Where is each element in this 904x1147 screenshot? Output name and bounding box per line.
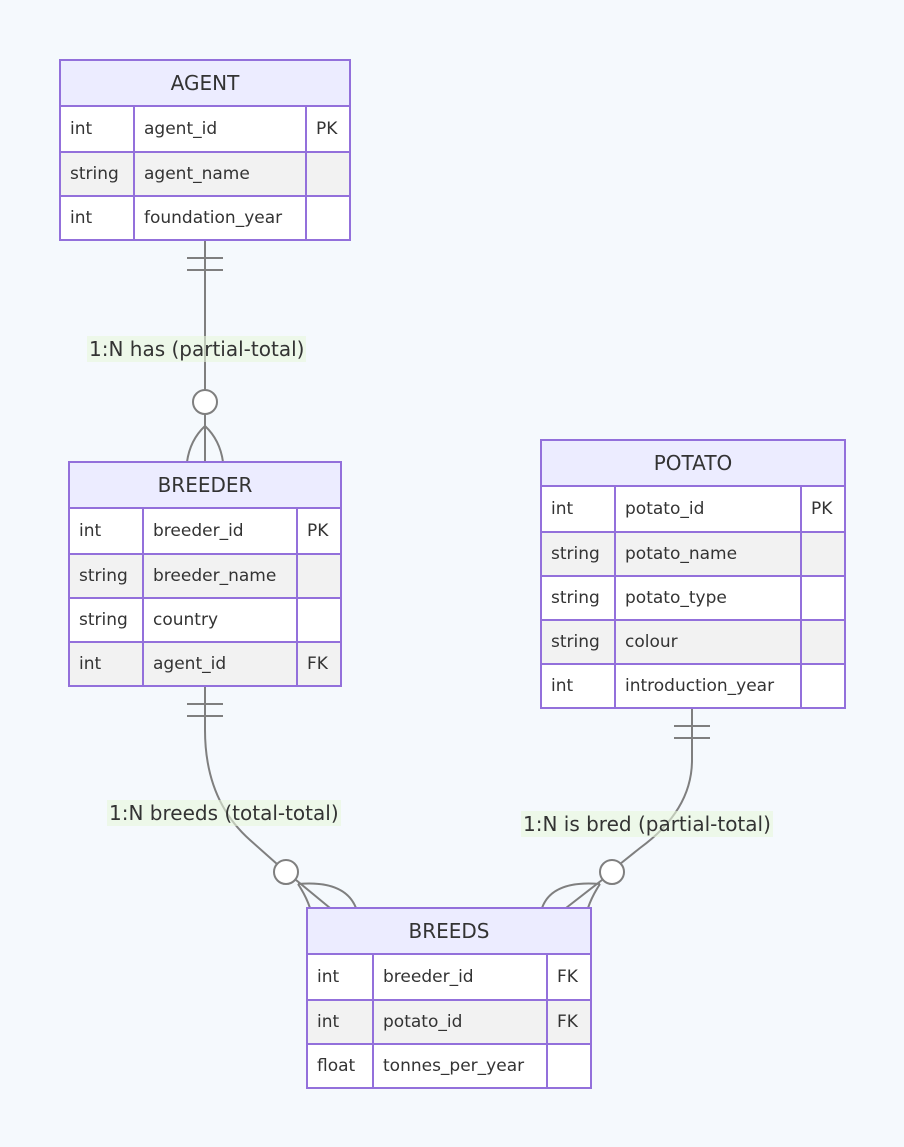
attribute-name: foundation_year xyxy=(135,197,307,239)
relationship-label-breeder-breeds: 1:N breeds (total-total) xyxy=(107,800,341,826)
attribute-key xyxy=(307,153,316,195)
attribute-key xyxy=(548,1045,557,1087)
crowfoot-left xyxy=(541,882,601,909)
attribute-row: int introduction_year xyxy=(542,663,844,707)
entity-title: POTATO xyxy=(542,441,844,487)
attribute-type: int xyxy=(542,487,616,531)
attribute-type: string xyxy=(542,577,616,619)
relationship-line-breeder-breeds xyxy=(187,686,357,909)
attribute-type: string xyxy=(542,533,616,575)
attribute-row: string agent_name xyxy=(61,151,349,195)
crowfoot-left xyxy=(297,883,311,909)
attribute-type: float xyxy=(308,1045,374,1087)
crowfoot-left xyxy=(186,425,206,463)
attribute-key: PK xyxy=(811,499,833,519)
attribute-key xyxy=(802,665,811,707)
crowfoot-right xyxy=(297,882,357,909)
attribute-name: country xyxy=(144,599,298,641)
attribute-type: int xyxy=(308,1001,374,1043)
entity-breeder[interactable]: BREEDER int breeder_id PK string breeder… xyxy=(68,461,342,687)
attribute-name: agent_name xyxy=(135,153,307,195)
attribute-row: int potato_id PK xyxy=(542,487,844,531)
attribute-name: potato_name xyxy=(616,533,802,575)
entity-potato[interactable]: POTATO int potato_id PK string potato_na… xyxy=(540,439,846,709)
attribute-key xyxy=(298,599,307,641)
attribute-row: int potato_id FK xyxy=(308,999,590,1043)
attribute-row: int agent_id FK xyxy=(70,641,340,685)
attribute-type: int xyxy=(61,107,135,151)
attribute-row: float tonnes_per_year xyxy=(308,1043,590,1087)
attribute-row: string colour xyxy=(542,619,844,663)
attribute-type: int xyxy=(70,509,144,553)
attribute-row: int foundation_year xyxy=(61,195,349,239)
entity-title: AGENT xyxy=(61,61,349,107)
attribute-key xyxy=(298,555,307,597)
attribute-type: string xyxy=(70,555,144,597)
cardinality-zero-circle xyxy=(599,859,625,885)
attribute-name: breeder_id xyxy=(374,955,548,999)
attribute-name: breeder_name xyxy=(144,555,298,597)
attribute-name: colour xyxy=(616,621,802,663)
attribute-row: int breeder_id FK xyxy=(308,955,590,999)
attribute-row: int agent_id PK xyxy=(61,107,349,151)
crowfoot-right xyxy=(587,883,601,909)
attribute-name: potato_id xyxy=(616,487,802,531)
attribute-type: string xyxy=(61,153,135,195)
entity-title: BREEDS xyxy=(308,909,590,955)
relationship-label-potato-breeds: 1:N is bred (partial-total) xyxy=(521,811,773,837)
attribute-name: introduction_year xyxy=(616,665,802,707)
attribute-name: agent_id xyxy=(135,107,307,151)
attribute-name: potato_type xyxy=(616,577,802,619)
attribute-type: string xyxy=(70,599,144,641)
cardinality-zero-circle xyxy=(192,389,218,415)
attribute-key xyxy=(802,577,811,619)
relationship-line-potato-breeds xyxy=(541,708,710,909)
attribute-name: breeder_id xyxy=(144,509,298,553)
attribute-name: potato_id xyxy=(374,1001,548,1043)
attribute-key xyxy=(802,533,811,575)
relationship-line-agent-breeder xyxy=(186,240,224,463)
attribute-key: PK xyxy=(307,521,329,541)
attribute-type: int xyxy=(61,197,135,239)
cardinality-zero-circle xyxy=(273,859,299,885)
attribute-name: tonnes_per_year xyxy=(374,1045,548,1087)
entity-breeds[interactable]: BREEDS int breeder_id FK int potato_id F… xyxy=(306,907,592,1089)
attribute-row: string potato_type xyxy=(542,575,844,619)
attribute-row: int breeder_id PK xyxy=(70,509,340,553)
attribute-row: string country xyxy=(70,597,340,641)
attribute-key: FK xyxy=(557,1012,578,1032)
attribute-name: agent_id xyxy=(144,643,298,685)
crowfoot-right xyxy=(204,425,224,463)
attribute-type: string xyxy=(542,621,616,663)
attribute-key xyxy=(802,621,811,663)
entity-title: BREEDER xyxy=(70,463,340,509)
attribute-key xyxy=(307,197,316,239)
attribute-key: FK xyxy=(307,654,328,674)
attribute-key: FK xyxy=(557,967,578,987)
attribute-key: PK xyxy=(316,119,338,139)
attribute-type: int xyxy=(70,643,144,685)
attribute-row: string breeder_name xyxy=(70,553,340,597)
attribute-row: string potato_name xyxy=(542,531,844,575)
attribute-type: int xyxy=(542,665,616,707)
attribute-type: int xyxy=(308,955,374,999)
relationship-label-agent-breeder: 1:N has (partial-total) xyxy=(87,336,307,362)
entity-agent[interactable]: AGENT int agent_id PK string agent_name … xyxy=(59,59,351,241)
